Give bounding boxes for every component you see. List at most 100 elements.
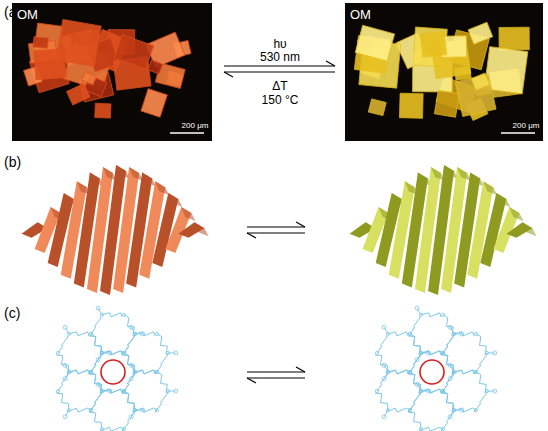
polymer-chain — [386, 408, 410, 412]
micrograph-yellow — [345, 3, 543, 141]
node-unit — [122, 313, 125, 316]
end-group — [427, 389, 431, 393]
crystal-grain — [468, 22, 493, 44]
layer-shadow — [155, 181, 169, 195]
end-group — [129, 377, 133, 381]
polymer-chain — [408, 391, 421, 412]
polymer-chain — [122, 410, 135, 431]
molecular-network — [375, 306, 497, 431]
crystal-grain — [148, 60, 163, 74]
node-unit — [89, 409, 92, 412]
equilibrium-arrows — [247, 222, 305, 238]
polymer-chain — [476, 334, 486, 355]
micrograph-red — [12, 3, 212, 141]
end-group — [460, 408, 464, 412]
condition-label: 150 °C — [262, 94, 299, 106]
side-chain — [454, 410, 462, 411]
arrow-head — [224, 72, 233, 77]
node-unit — [441, 389, 444, 392]
polymer-chain — [443, 336, 453, 353]
crystal-grain — [355, 25, 394, 61]
polymer-chain — [157, 372, 167, 393]
polymer-chain — [100, 389, 124, 393]
condition-label: ΔT — [272, 80, 287, 92]
node-unit — [408, 409, 411, 412]
polymer-chain — [100, 427, 124, 431]
polymer-chain — [133, 370, 157, 374]
crystal-grain — [499, 27, 529, 50]
node-unit — [408, 370, 411, 373]
highlight-circle — [420, 360, 444, 384]
end-group — [63, 377, 67, 381]
end-group — [63, 415, 67, 419]
end-group — [141, 408, 145, 412]
polymer-chain — [419, 427, 443, 431]
crystal-grain — [34, 49, 67, 80]
layer-shadow — [142, 172, 156, 186]
polymer-chain — [89, 353, 102, 374]
node-unit — [89, 370, 92, 373]
end-group — [448, 325, 452, 329]
node-unit — [474, 332, 477, 335]
forward-arrow — [224, 65, 335, 66]
polymer-chain — [388, 332, 408, 336]
polymer-chain — [56, 355, 69, 372]
node-unit — [89, 332, 92, 335]
side-chain — [417, 429, 421, 431]
polymer-chain — [375, 355, 388, 372]
polymer-chain — [441, 410, 454, 431]
crystal-stack-yellow — [350, 165, 537, 295]
side-chain — [487, 391, 495, 392]
end-group — [415, 306, 419, 310]
forward-arrow — [247, 371, 305, 372]
crystal-stack-orange — [22, 165, 209, 295]
layer-shadow — [194, 222, 208, 236]
polymer-chain — [410, 372, 420, 393]
end-group — [63, 325, 67, 329]
polymer-chain — [443, 391, 453, 412]
polymer-chain — [124, 391, 134, 412]
node-unit — [441, 428, 444, 431]
polymer-chain — [443, 315, 453, 336]
side-chain — [98, 429, 102, 431]
crystal-grain — [67, 84, 90, 105]
side-chain — [421, 391, 429, 392]
polymer-chain — [452, 408, 476, 412]
polymer-chain — [100, 351, 124, 355]
end-group — [382, 377, 386, 381]
polymer-chain — [89, 412, 102, 429]
node-unit — [155, 409, 158, 412]
end-group — [96, 306, 100, 310]
end-group — [96, 358, 100, 362]
polymer-chain — [476, 372, 486, 393]
crystal-grain — [420, 32, 446, 58]
node-unit — [441, 389, 444, 392]
polymer-chain — [91, 317, 101, 334]
node-unit — [155, 332, 158, 335]
node-unit — [408, 332, 411, 335]
layer-shadow — [496, 193, 510, 207]
condition-label: 530 nm — [260, 51, 300, 63]
crystal-grain — [434, 90, 459, 117]
crystal-grain — [33, 37, 48, 49]
technique-label: OM — [17, 8, 38, 21]
arrow-head — [296, 222, 305, 227]
scale-bar — [170, 132, 204, 134]
end-group — [174, 351, 178, 355]
polymer-chain — [102, 313, 122, 317]
layer-shadow — [457, 167, 471, 181]
node-unit — [56, 351, 59, 354]
polymer-chain — [474, 353, 487, 374]
scale-bar — [501, 132, 535, 134]
crystal-grain — [455, 67, 472, 81]
polymer-chain — [133, 408, 157, 412]
crystal-grain — [471, 73, 489, 90]
polymer-chain — [410, 317, 420, 334]
equilibrium-arrows — [224, 61, 335, 77]
end-group — [382, 325, 386, 329]
reverse-arrow — [247, 377, 305, 378]
polymer-chain — [408, 336, 421, 353]
side-chain — [168, 352, 176, 353]
polymer-chain — [67, 408, 91, 412]
